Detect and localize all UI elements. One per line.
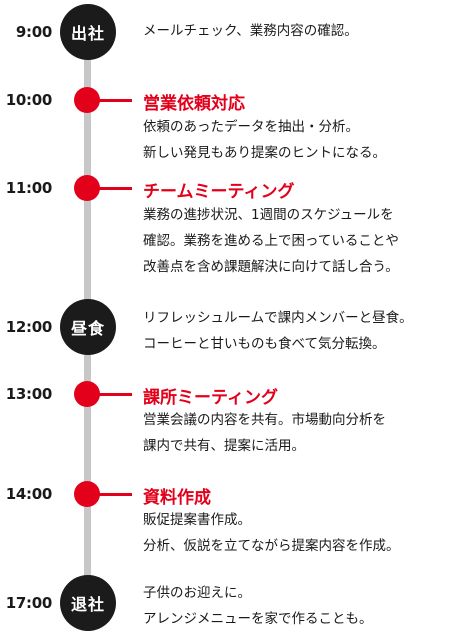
time-1700: 17:00 [5, 594, 53, 612]
time-1000: 10:00 [5, 91, 53, 109]
timeline-connector [95, 493, 132, 496]
entry-description: 子供のお迎えに。 アレンジメニューを家で作ることも。 [143, 585, 373, 627]
entry-heading: 営業依頼対応 [143, 94, 245, 114]
entry-description: 業務の進捗状況、1週間のスケジュールを 確認。業務を進める上で困っていることや … [143, 207, 399, 275]
milestone-circle-arrive: 出社 [60, 4, 116, 60]
time-1300: 13:00 [5, 385, 53, 403]
timeline-connector [95, 99, 132, 102]
entry-heading: 課所ミーティング [143, 388, 278, 408]
entry-description: 依頼のあったデータを抽出・分析。 新しい発見もあり提案のヒントになる。 [143, 119, 386, 161]
time-1400: 14:00 [5, 485, 53, 503]
time-1200: 12:00 [5, 318, 53, 336]
entry-heading: 資料作成 [143, 488, 211, 508]
entry-description: リフレッシュルームで課内メンバーと昼食。 コーヒーと甘いものも食べて気分転換。 [143, 310, 413, 352]
entry-description: 営業会議の内容を共有。市場動向分析を 課内で共有、提案に活用。 [143, 412, 386, 454]
timeline-connector [95, 187, 132, 190]
milestone-circle-lunch: 昼食 [60, 299, 116, 355]
entry-heading: チームミーティング [143, 182, 295, 202]
time-1100: 11:00 [5, 179, 53, 197]
entry-description: メールチェック、業務内容の確認。 [143, 23, 358, 39]
time-0900: 9:00 [15, 23, 52, 41]
entry-description: 販促提案書作成。 分析、仮説を立てながら提案内容を作成。 [143, 512, 400, 554]
timeline-connector [95, 393, 132, 396]
milestone-circle-leave: 退社 [60, 575, 116, 631]
